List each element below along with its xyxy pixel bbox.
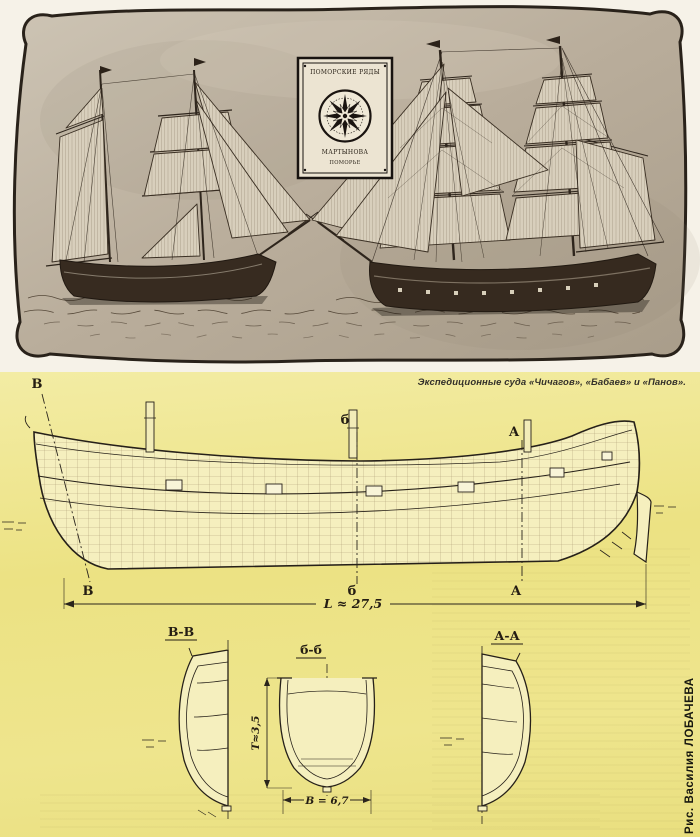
gunports — [165, 451, 613, 497]
draft-dimension: Т≈3,5 — [250, 677, 292, 789]
rudder — [633, 491, 652, 564]
waterline-marks — [2, 505, 676, 558]
beam-dim-text: В = 6,7 — [304, 795, 349, 807]
ship-right — [305, 36, 665, 316]
station-label-bottom-a: А — [511, 584, 522, 599]
section-aa-label: А-А — [494, 628, 520, 643]
hull-profile-plan: В б А В б А L ≈ 27,5 — [2, 377, 676, 611]
section-bb-label: б-б — [300, 642, 322, 657]
engraving-illustration: ПОМОРСКИЕ РЯДЫ МАРТЫНОВА ПОМОРЬЕ — [12, 5, 700, 364]
draft-dim-text: Т≈3,5 — [250, 716, 262, 751]
stamp-line1: МАРТЫНОВА — [322, 149, 369, 156]
section-vv-label: В-В — [168, 624, 194, 639]
length-dim-text: L ≈ 27,5 — [323, 596, 382, 611]
hull-side-view — [24, 401, 652, 570]
station-lines — [41, 393, 523, 584]
ship-left — [45, 58, 319, 305]
hull-sections-plan: В-В б-б Т≈3,5 — [142, 624, 532, 824]
station-label-top-v: В — [32, 377, 43, 392]
station-label-bottom-v: В — [83, 584, 94, 599]
section-aa: А-А — [440, 628, 532, 824]
compass-stamp: ПОМОРСКИЕ РЯДЫ МАРТЫНОВА ПОМОРЬЕ — [296, 56, 394, 180]
stamp-top-text: ПОМОРСКИЕ РЯДЫ — [310, 69, 380, 76]
stamp-line2: ПОМОРЬЕ — [329, 160, 360, 166]
station-label-top-a: А — [509, 425, 520, 440]
artist-credit: Рис. Василия ЛОБАЧЕВА — [684, 677, 696, 834]
length-dimension: L ≈ 27,5 — [63, 564, 647, 611]
section-bb: б-б Т≈3,5 В = 6,7 — [250, 642, 377, 814]
figure-caption: Экспедиционные суда «Чичагов», «Бабаев» … — [417, 377, 686, 388]
section-vv: В-В — [142, 624, 232, 822]
station-label-bottom-b: б — [348, 584, 357, 599]
beam-dimension: В = 6,7 — [282, 790, 372, 814]
station-label-top-b: б — [341, 413, 350, 428]
mast-stubs — [144, 401, 532, 459]
